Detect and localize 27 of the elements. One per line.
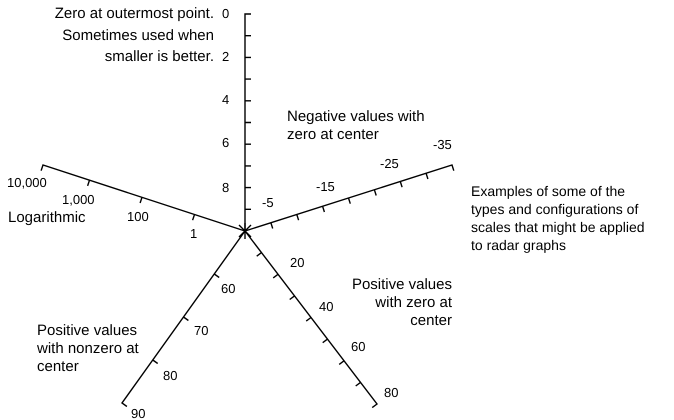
axis-description: Negative values with zero at center bbox=[287, 108, 426, 144]
tick-label: 4 bbox=[222, 91, 230, 109]
diagram-note: Examples of some of the types and configurations of scales that might be applied to radar graphs bbox=[471, 182, 646, 254]
tick-label: -35 bbox=[433, 136, 452, 154]
axis-description: Positive values with zero at center bbox=[350, 276, 452, 330]
tick-label: 80 bbox=[384, 384, 398, 402]
tick-label: 60 bbox=[351, 338, 366, 356]
tick-label: 0 bbox=[222, 5, 230, 23]
tick-label: 8 bbox=[222, 179, 230, 197]
axis-description: Positive values with nonzero at center bbox=[37, 322, 140, 376]
tick-label: 80 bbox=[163, 367, 178, 385]
tick-label: -5 bbox=[262, 194, 274, 212]
axis-description: Logarithmic bbox=[8, 208, 86, 228]
tick-label: 1,000 bbox=[62, 191, 95, 209]
tick-label: 6 bbox=[222, 134, 230, 152]
tick-label: 2 bbox=[222, 48, 230, 66]
tick-label: -15 bbox=[316, 178, 335, 196]
tick-label: 20 bbox=[290, 254, 304, 272]
tick-label: 100 bbox=[127, 208, 149, 226]
tick-label: 40 bbox=[319, 298, 334, 316]
tick-label: -25 bbox=[380, 155, 399, 173]
tick-label: 10,000 bbox=[7, 174, 47, 192]
axis-description: Zero at outermost point. Sometimes used when smaller is better. bbox=[54, 4, 214, 67]
tick-label: 70 bbox=[194, 322, 208, 340]
tick-label: 60 bbox=[221, 280, 236, 298]
tick-label: 90 bbox=[131, 405, 146, 420]
tick-label: 1 bbox=[190, 225, 198, 243]
